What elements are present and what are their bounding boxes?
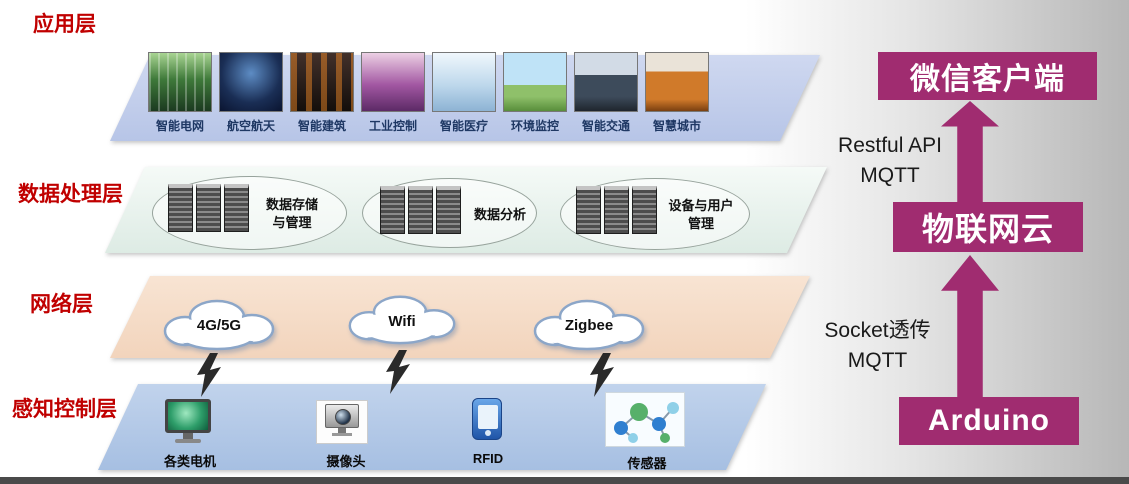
protocol-bottom-text: Socket透传 MQTT (800, 316, 955, 377)
app-item-smart-transport: 智能交通 (574, 52, 638, 134)
cluster-label-line1: 数据分析 (473, 207, 526, 222)
rack-unit (436, 186, 461, 234)
socket-text: Socket透传 (824, 319, 931, 342)
smart-grid-photo (148, 52, 212, 112)
app-item-label: 智能交通 (581, 119, 630, 133)
server-rack-icon (576, 186, 657, 234)
app-item-smart-grid: 智能电网 (148, 52, 212, 134)
app-item-smart-city: 智慧城市 (645, 52, 709, 134)
app-item-aerospace: 航空航天 (219, 52, 283, 134)
mqtt-top-text: MQTT (860, 164, 920, 188)
environment-monitoring-photo (503, 52, 567, 112)
app-item-label: 工业控制 (368, 119, 417, 133)
application-layer-label: 应用层 (33, 13, 96, 36)
rfid-screen (478, 405, 498, 429)
cluster-label-device-user: 设备与用户 管理 (658, 197, 744, 233)
perception-layer-label: 感知控制层 (12, 398, 117, 421)
app-item-label: 环境监控 (510, 119, 559, 133)
cluster-label-analysis: 数据分析 (463, 206, 537, 224)
camera-icon (316, 400, 368, 444)
rack-unit (168, 184, 193, 232)
app-item-smart-medical: 智能医疗 (432, 52, 496, 134)
data-processing-layer-label: 数据处理层 (18, 183, 123, 206)
rack-unit (224, 184, 249, 232)
camera-body (325, 404, 359, 428)
rfid-icon (472, 398, 502, 440)
app-item-label: 智能电网 (155, 119, 204, 133)
rack-unit (196, 184, 221, 232)
app-item-industrial-control: 工业控制 (361, 52, 425, 134)
protocol-top-text: Restful API MQTT (815, 131, 965, 192)
molecule-sensor-icon (605, 392, 685, 452)
perception-label-camera: 摄像头 (326, 454, 366, 469)
rack-unit (576, 186, 601, 234)
camera-background (316, 400, 368, 444)
bottom-border-bar (0, 477, 1129, 484)
cloud-label-wifi: Wifi (388, 313, 416, 330)
smart-transport-photo (574, 52, 638, 112)
cloud-wifi: Wifi (343, 289, 461, 347)
restful-api-text: Restful API (838, 134, 942, 157)
monitor-screen (165, 399, 211, 433)
aerospace-photo (219, 52, 283, 112)
monitor-stand (183, 433, 193, 439)
app-item-smart-building: 智能建筑 (290, 52, 354, 134)
iot-cloud-box: 物联网云 (893, 202, 1083, 252)
mqtt-bottom-text: MQTT (847, 349, 908, 373)
smart-building-photo (290, 52, 354, 112)
smart-city-photo (645, 52, 709, 112)
lightning-bolt-icon (590, 353, 614, 402)
server-rack-icon (380, 186, 461, 234)
network-layer-label: 网络层 (30, 293, 93, 316)
server-rack-icon (168, 184, 249, 232)
rack-unit (604, 186, 629, 234)
cloud-icon (348, 295, 456, 345)
cluster-label-line2: 管理 (687, 216, 714, 232)
rfid-card (472, 398, 502, 440)
molecule-graphic (605, 392, 685, 447)
app-item-label: 智能医疗 (439, 119, 488, 133)
cluster-label-line2: 与管理 (272, 215, 312, 231)
cloud-label-zigbee: Zigbee (564, 317, 614, 334)
camera-lens (335, 409, 351, 425)
cloud-label-4g5g: 4G/5G (196, 317, 242, 334)
cloud-icon (163, 299, 275, 351)
cluster-label-line1: 数据存储 (265, 197, 318, 212)
lightning-bolt-icon (197, 353, 221, 402)
cloud-icon (533, 299, 645, 351)
app-item-label: 智慧城市 (652, 119, 701, 133)
wechat-client-box: 微信客户端 (878, 52, 1097, 100)
app-item-label: 智能建筑 (297, 119, 346, 133)
monitor-base (175, 439, 201, 443)
arduino-box: Arduino (899, 397, 1079, 445)
cloud-4g5g: 4G/5G (158, 293, 280, 353)
camera-stand (338, 428, 346, 433)
cluster-label-line1: 设备与用户 (668, 198, 734, 213)
perception-label-motors: 各类电机 (163, 454, 216, 469)
cloud-zigbee: Zigbee (528, 293, 650, 353)
cluster-label-storage: 数据存储 与管理 (252, 196, 332, 232)
rack-unit (380, 186, 405, 234)
motor-monitor-icon (165, 399, 211, 443)
app-item-label: 航空航天 (226, 119, 275, 133)
rack-unit (632, 186, 657, 234)
camera-base (332, 433, 352, 436)
rfid-button (485, 430, 491, 436)
perception-label-sensor: 传感器 (627, 456, 667, 471)
rack-unit (408, 186, 433, 234)
lightning-bolt-icon (386, 350, 410, 399)
perception-label-rfid: RFID (472, 451, 504, 466)
smart-medical-photo (432, 52, 496, 112)
industrial-control-photo (361, 52, 425, 112)
app-item-environment-monitoring: 环境监控 (503, 52, 567, 134)
